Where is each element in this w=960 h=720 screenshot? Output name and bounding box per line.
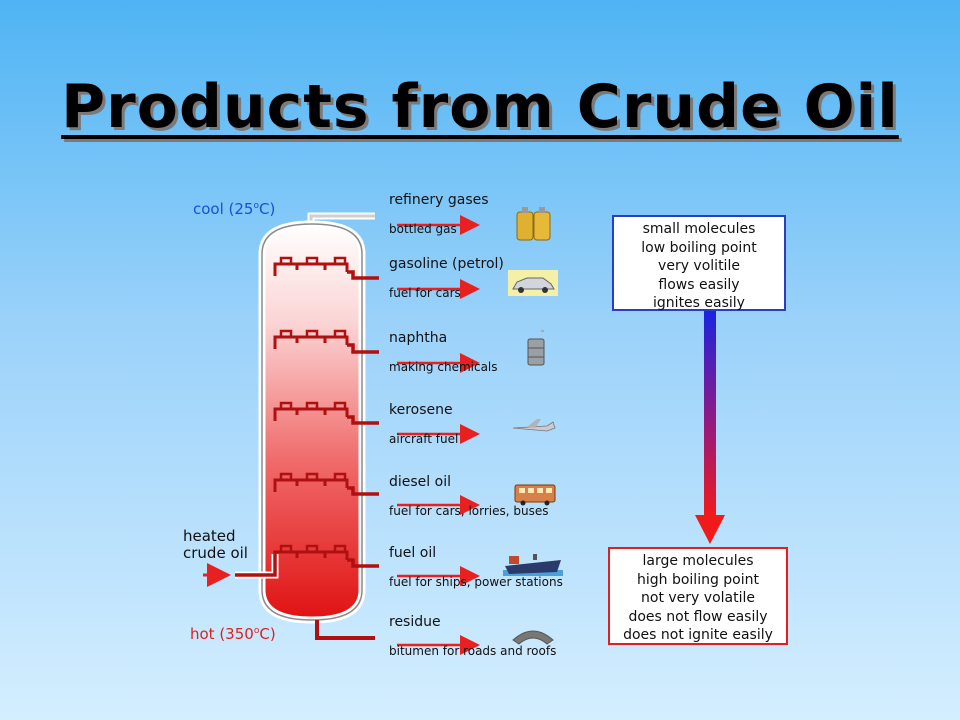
bubble-cap <box>333 401 347 409</box>
fraction-use: bitumen for roads and roofs <box>389 644 557 658</box>
outlet-pipe <box>347 558 379 568</box>
fraction-name: diesel oil <box>389 474 451 490</box>
feed-label: heated crude oil <box>183 527 248 562</box>
box-line: flows easily <box>658 276 740 293</box>
fraction-name: residue <box>389 614 441 630</box>
cool-temp-text: cool (25 <box>193 200 254 218</box>
chemical-drum-icon <box>527 330 545 366</box>
box-line: does not ignite easily <box>623 627 773 643</box>
bubble-cap <box>279 329 293 337</box>
fraction-name: gasoline (petrol) <box>389 256 504 272</box>
hot-temp-text: hot (350 <box>190 625 254 643</box>
cool-temperature-label: cool (25oC) <box>193 200 275 218</box>
small-molecules-box: small molecules low boiling point very v… <box>612 215 786 311</box>
gradient-arrow-head <box>695 515 725 544</box>
bus-icon <box>514 484 556 506</box>
fraction-use: fuel for ships, power stations <box>389 575 563 589</box>
fractional-distillation-diagram: cool (25oC) hot (350oC) heated crude oil… <box>175 182 825 672</box>
box-line: large molecules <box>642 553 754 569</box>
box-line: high boiling point <box>636 571 759 588</box>
bubble-cap <box>279 256 293 264</box>
outlet-pipe <box>347 270 379 280</box>
fraction-use: bottled gas <box>389 222 457 236</box>
fraction-name: kerosene <box>389 402 453 418</box>
bubble-cap <box>279 472 293 480</box>
box-line: not very volatile <box>641 590 755 606</box>
bubble-cap <box>333 472 347 480</box>
box-line: very volitile <box>658 258 740 274</box>
diagram-graphic <box>203 207 725 655</box>
fraction-use: fuel for cars <box>389 286 461 300</box>
fraction-use: fuel for cars, lorries, buses <box>389 504 549 518</box>
hot-temp-unit: C) <box>259 625 276 643</box>
bubble-cap <box>279 401 293 409</box>
bubble-cap <box>305 256 319 264</box>
fraction-name: refinery gases <box>389 192 489 208</box>
cool-temp-unit: C) <box>259 200 276 218</box>
fraction-name: naphtha <box>389 330 448 346</box>
cool-degree-mark: o <box>253 201 259 211</box>
box-line: small molecules <box>642 221 756 237</box>
fraction-use: aircraft fuel <box>389 432 459 446</box>
outlet-pipe <box>347 343 379 354</box>
bubble-cap <box>305 472 319 480</box>
bubble-cap <box>333 329 347 337</box>
outlet-pipe <box>347 415 379 425</box>
ship-icon <box>503 554 563 576</box>
bitumen-road-icon <box>512 630 554 645</box>
bubble-cap <box>333 544 347 552</box>
hot-temperature-label: hot (350oC) <box>190 625 276 643</box>
box-line: does not flow easily <box>628 608 768 625</box>
bubble-cap <box>305 544 319 552</box>
page-title: Products from Crude Oil <box>61 72 899 142</box>
outlet-pipe <box>347 486 379 496</box>
box-line: ignites easily <box>653 295 745 311</box>
aeroplane-icon <box>512 419 556 432</box>
gas-bottles-icon <box>516 207 551 241</box>
residue-pipe <box>315 620 375 640</box>
bubble-cap <box>305 401 319 409</box>
fraction-use: making chemicals <box>389 360 498 374</box>
box-line: low boiling point <box>641 239 757 256</box>
fraction-name: fuel oil <box>389 545 437 561</box>
large-molecules-box: large molecules high boiling point not v… <box>608 547 788 645</box>
bubble-cap <box>305 329 319 337</box>
bubble-cap <box>333 256 347 264</box>
bubble-cap <box>279 544 293 552</box>
gradient-arrow-shaft <box>704 311 716 516</box>
hot-degree-mark: o <box>253 626 260 636</box>
car-icon <box>508 270 558 296</box>
